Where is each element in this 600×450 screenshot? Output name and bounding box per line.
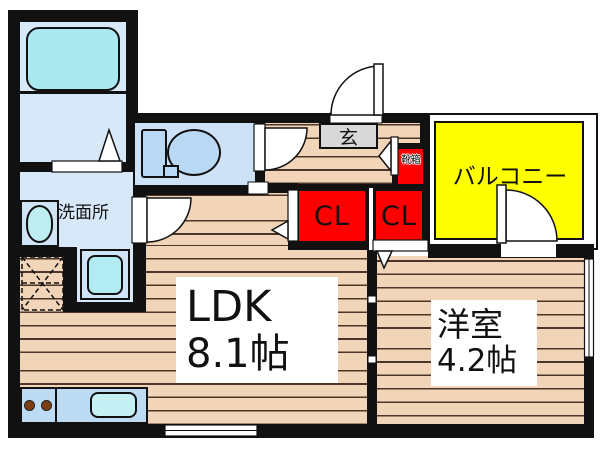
stove-burner [24,400,35,411]
wall-hallway-top [255,113,428,123]
toilet-bowl [167,129,221,176]
toilet-tank [141,129,167,178]
western-room-label: 洋室 4.2帖 [431,300,537,386]
wall-bottom [8,424,594,438]
washing-machine [87,255,123,295]
washbasin-bowl [26,205,53,243]
closet-right: CL [376,191,422,241]
ldk-label: LDK 8.1帖 [176,277,338,383]
partition-ldk-western [367,247,377,424]
wall-laundry-left [63,247,77,312]
western-room-size: 4.2帖 [437,343,518,380]
closet-right-label: CL [381,200,417,232]
bathtub [26,27,120,91]
closet-left-label: CL [314,200,350,232]
closet-divider-line [369,188,373,250]
bathtub-platform-edge [20,91,126,94]
closet-left: CL [299,191,365,241]
wall-laundry-bottom [63,302,146,312]
shoe-cabinet-label: 靴箱 [401,155,421,166]
washroom-label: 洗面所 [58,203,109,223]
entrance-box: 玄 [319,123,378,149]
ldk-name: LDK [186,282,272,333]
entrance-door-arc-icon [330,65,381,116]
entrance-label: 玄 [338,126,358,149]
nook-floor [146,193,288,245]
stove-burner [41,400,52,411]
wall-washroom-right [133,172,146,312]
ldk-size: 8.1帖 [186,330,290,377]
balcony-label: バルコニー [452,164,568,190]
shoe-cabinet: 靴箱 [398,149,423,184]
entrance-door-leaf [373,63,384,116]
wall-nook-top [125,183,298,193]
western-room-name: 洋室 [437,305,503,345]
kitchen-counter-divider [55,387,57,424]
wall-western-right [584,250,594,438]
kitchen-sink [90,392,137,418]
wall-balcony-bottom [428,244,594,258]
wall-washroom-bottom [8,245,65,257]
toilet-flush-handle [163,165,179,178]
